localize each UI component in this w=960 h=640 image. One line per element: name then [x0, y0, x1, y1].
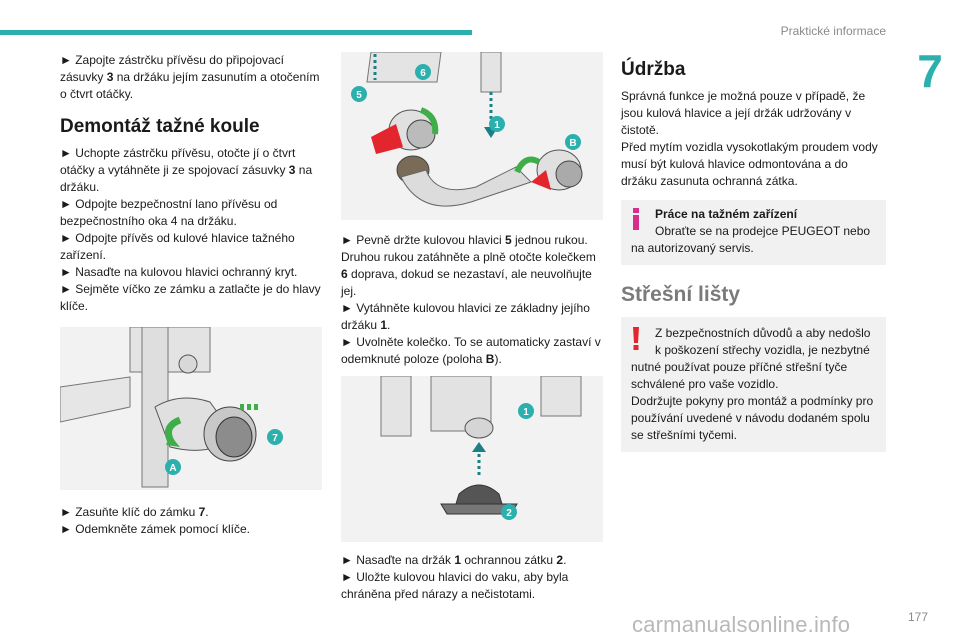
step-7: ► Odemkněte zámek pomocí klíče.: [60, 522, 250, 536]
info-body-line1: Obraťte se na prodejce PEUGEOT nebo: [655, 224, 871, 238]
warning-line1: Z bezpečnostních důvodů a aby nedošlo k …: [655, 326, 871, 357]
step-1: ► Uchopte zástrčku přívěsu, otočte jí o …: [60, 146, 313, 194]
step-3: ► Odpojte přívěs od kulové hlavice tažné…: [60, 231, 295, 262]
step-2: ► Odpojte bezpečnostní lano přívěsu od b…: [60, 197, 278, 228]
maintenance-p2: Před mytím vozidla vysokotlakým proudem …: [621, 140, 878, 188]
column-middle: 5 6 1 B ► Pevně držte kulovou hlavici 5 …: [341, 52, 603, 603]
warning-box: Z bezpečnostních důvodů a aby nedošlo k …: [621, 317, 886, 452]
info-box: Práce na tažném zařízení Obraťte se na p…: [621, 200, 886, 265]
step-b3: ► Uvolněte kolečko. To se automaticky za…: [341, 335, 601, 366]
step-5: ► Sejměte víčko ze zámku a zatlačte je d…: [60, 282, 321, 313]
ball-removal-illustration: 5 6 1 B: [341, 52, 603, 220]
column-left: ► Zapojte zástrčku přívěsu do připojovac…: [60, 52, 322, 538]
chapter-number: 7: [917, 45, 943, 97]
info-icon: [633, 208, 639, 230]
maintenance-p1: Správná funkce je možná pouze v případě,…: [621, 89, 866, 137]
figure-lock-key: 7 A: [60, 327, 322, 490]
fig1-label-1: 1: [494, 120, 500, 131]
info-body-line2: na autorizovaný servis.: [631, 241, 754, 255]
page-number: 177: [907, 610, 928, 624]
step-b5: ► Uložte kulovou hlavici do vaku, aby by…: [341, 570, 569, 601]
paragraph-intro: ► Zapojte zástrčku přívěsu do připojovac…: [60, 53, 320, 101]
figure-protective-cap: 1 2: [341, 376, 603, 542]
section-title: Praktické informace: [780, 24, 886, 38]
heading-removal: Demontáž tažné koule: [60, 116, 260, 137]
watermark: carmanualsonline.info: [632, 612, 851, 637]
cap-illustration: 1 2: [341, 376, 603, 542]
step-4: ► Nasaďte na kulovou hlavici ochranný kr…: [60, 265, 298, 279]
fig-label-7: 7: [272, 433, 278, 444]
heading-maintenance: Údržba: [621, 59, 686, 80]
fig1-label-6: 6: [420, 68, 426, 79]
fig1-label-5: 5: [356, 90, 362, 101]
info-title: Práce na tažném zařízení: [655, 207, 798, 221]
fig2-label-2: 2: [506, 508, 512, 519]
lock-illustration: 7 A: [60, 327, 322, 490]
figure-ball-removal: 5 6 1 B: [341, 52, 603, 220]
step-b4: ► Nasaďte na držák 1 ochrannou zátku 2.: [341, 553, 567, 567]
step-6: ► Zasuňte klíč do zámku 7.: [60, 505, 209, 519]
warning-line3: Dodržujte pokyny pro montáž a podmínky p…: [631, 394, 874, 442]
column-right: Údržba Správná funkce je možná pouze v p…: [621, 58, 886, 452]
fig1-label-B: B: [569, 138, 576, 149]
heading-roof-bars: Střešní lišty: [621, 283, 741, 306]
warning-icon: [633, 327, 639, 350]
fig-label-A: A: [169, 463, 176, 474]
fig2-label-1: 1: [523, 407, 529, 418]
header-accent-bar: [0, 30, 472, 35]
step-b2: ► Vytáhněte kulovou hlavici ze základny …: [341, 301, 590, 332]
step-b1: ► Pevně držte kulovou hlavici 5 jednou r…: [341, 233, 596, 298]
warning-line2: nutné používat pouze příčné střešní tyče…: [631, 360, 848, 391]
